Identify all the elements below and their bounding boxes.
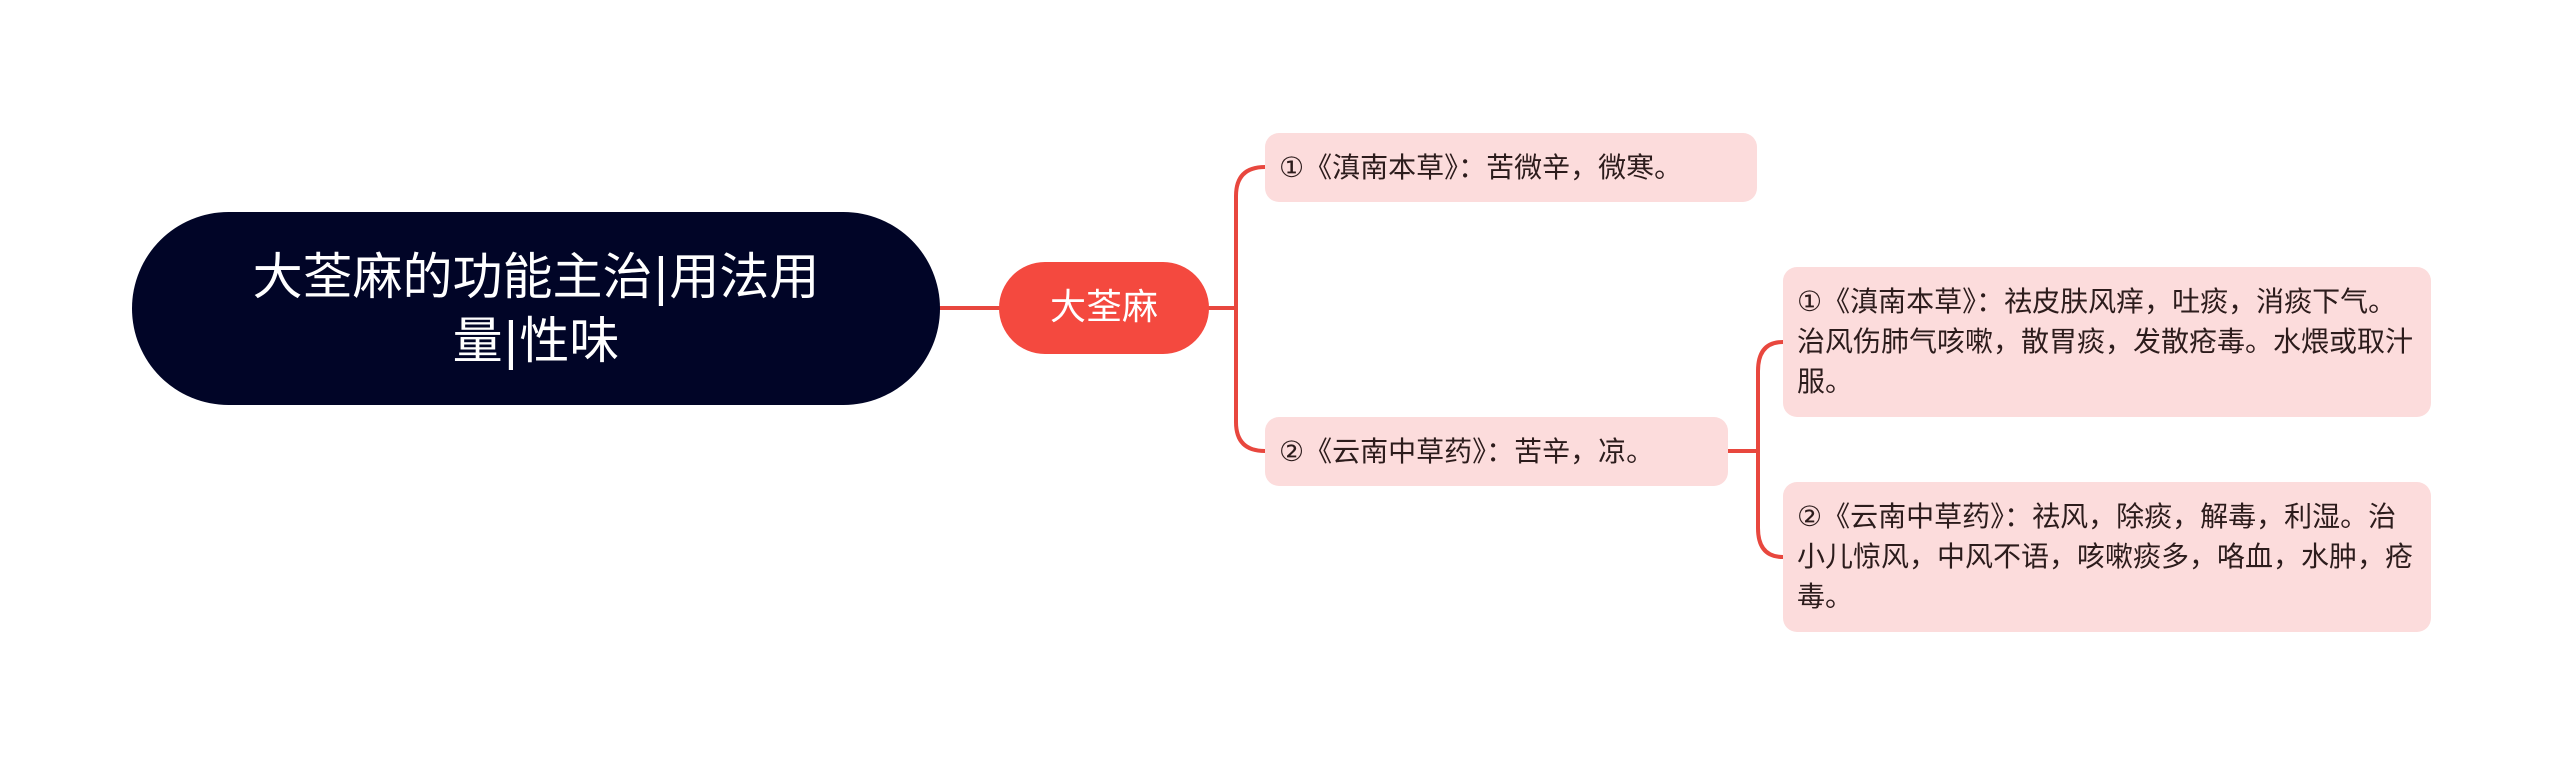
- subbranch-label: ①《滇南本草》：祛皮肤风痒，吐痰，消痰下气。治风伤肺气咳嗽，散胃痰，发散疮毒。水…: [1797, 285, 2414, 398]
- branch-label: ①《滇南本草》：苦微辛，微寒。: [1279, 150, 1683, 184]
- branch-node-dianan-flavor[interactable]: ①《滇南本草》：苦微辛，微寒。: [1265, 133, 1757, 202]
- connector-main-to-leaf-1: [1207, 165, 1267, 310]
- subbranch-label: ②《云南中草药》：祛风，除痰，解毒，利湿。治小儿惊风，中风不语，咳嗽痰多，咯血，…: [1797, 500, 2414, 613]
- connector-leaf-2-to-leaf-3: [1726, 340, 1785, 453]
- subbranch-node-yunnan-usage[interactable]: ②《云南中草药》：祛风，除痰，解毒，利湿。治小儿惊风，中风不语，咳嗽痰多，咯血，…: [1783, 482, 2431, 632]
- branch-node-yunnan-flavor[interactable]: ②《云南中草药》：苦辛，凉。: [1265, 417, 1728, 486]
- main-topic-label: 大荃麻: [1049, 287, 1158, 328]
- root-topic-node[interactable]: 大荃麻的功能主治|用法用量|性味: [132, 212, 940, 405]
- subbranch-node-dianan-usage[interactable]: ①《滇南本草》：祛皮肤风痒，吐痰，消痰下气。治风伤肺气咳嗽，散胃痰，发散疮毒。水…: [1783, 267, 2431, 417]
- connector-leaf-2-to-leaf-4: [1756, 449, 1785, 559]
- connector-main-to-leaf-2: [1234, 306, 1267, 453]
- branch-label: ②《云南中草药》：苦辛，凉。: [1279, 434, 1655, 468]
- root-topic-label: 大荃麻的功能主治|用法用量|性味: [252, 247, 820, 370]
- main-topic-node[interactable]: 大荃麻: [999, 262, 1209, 354]
